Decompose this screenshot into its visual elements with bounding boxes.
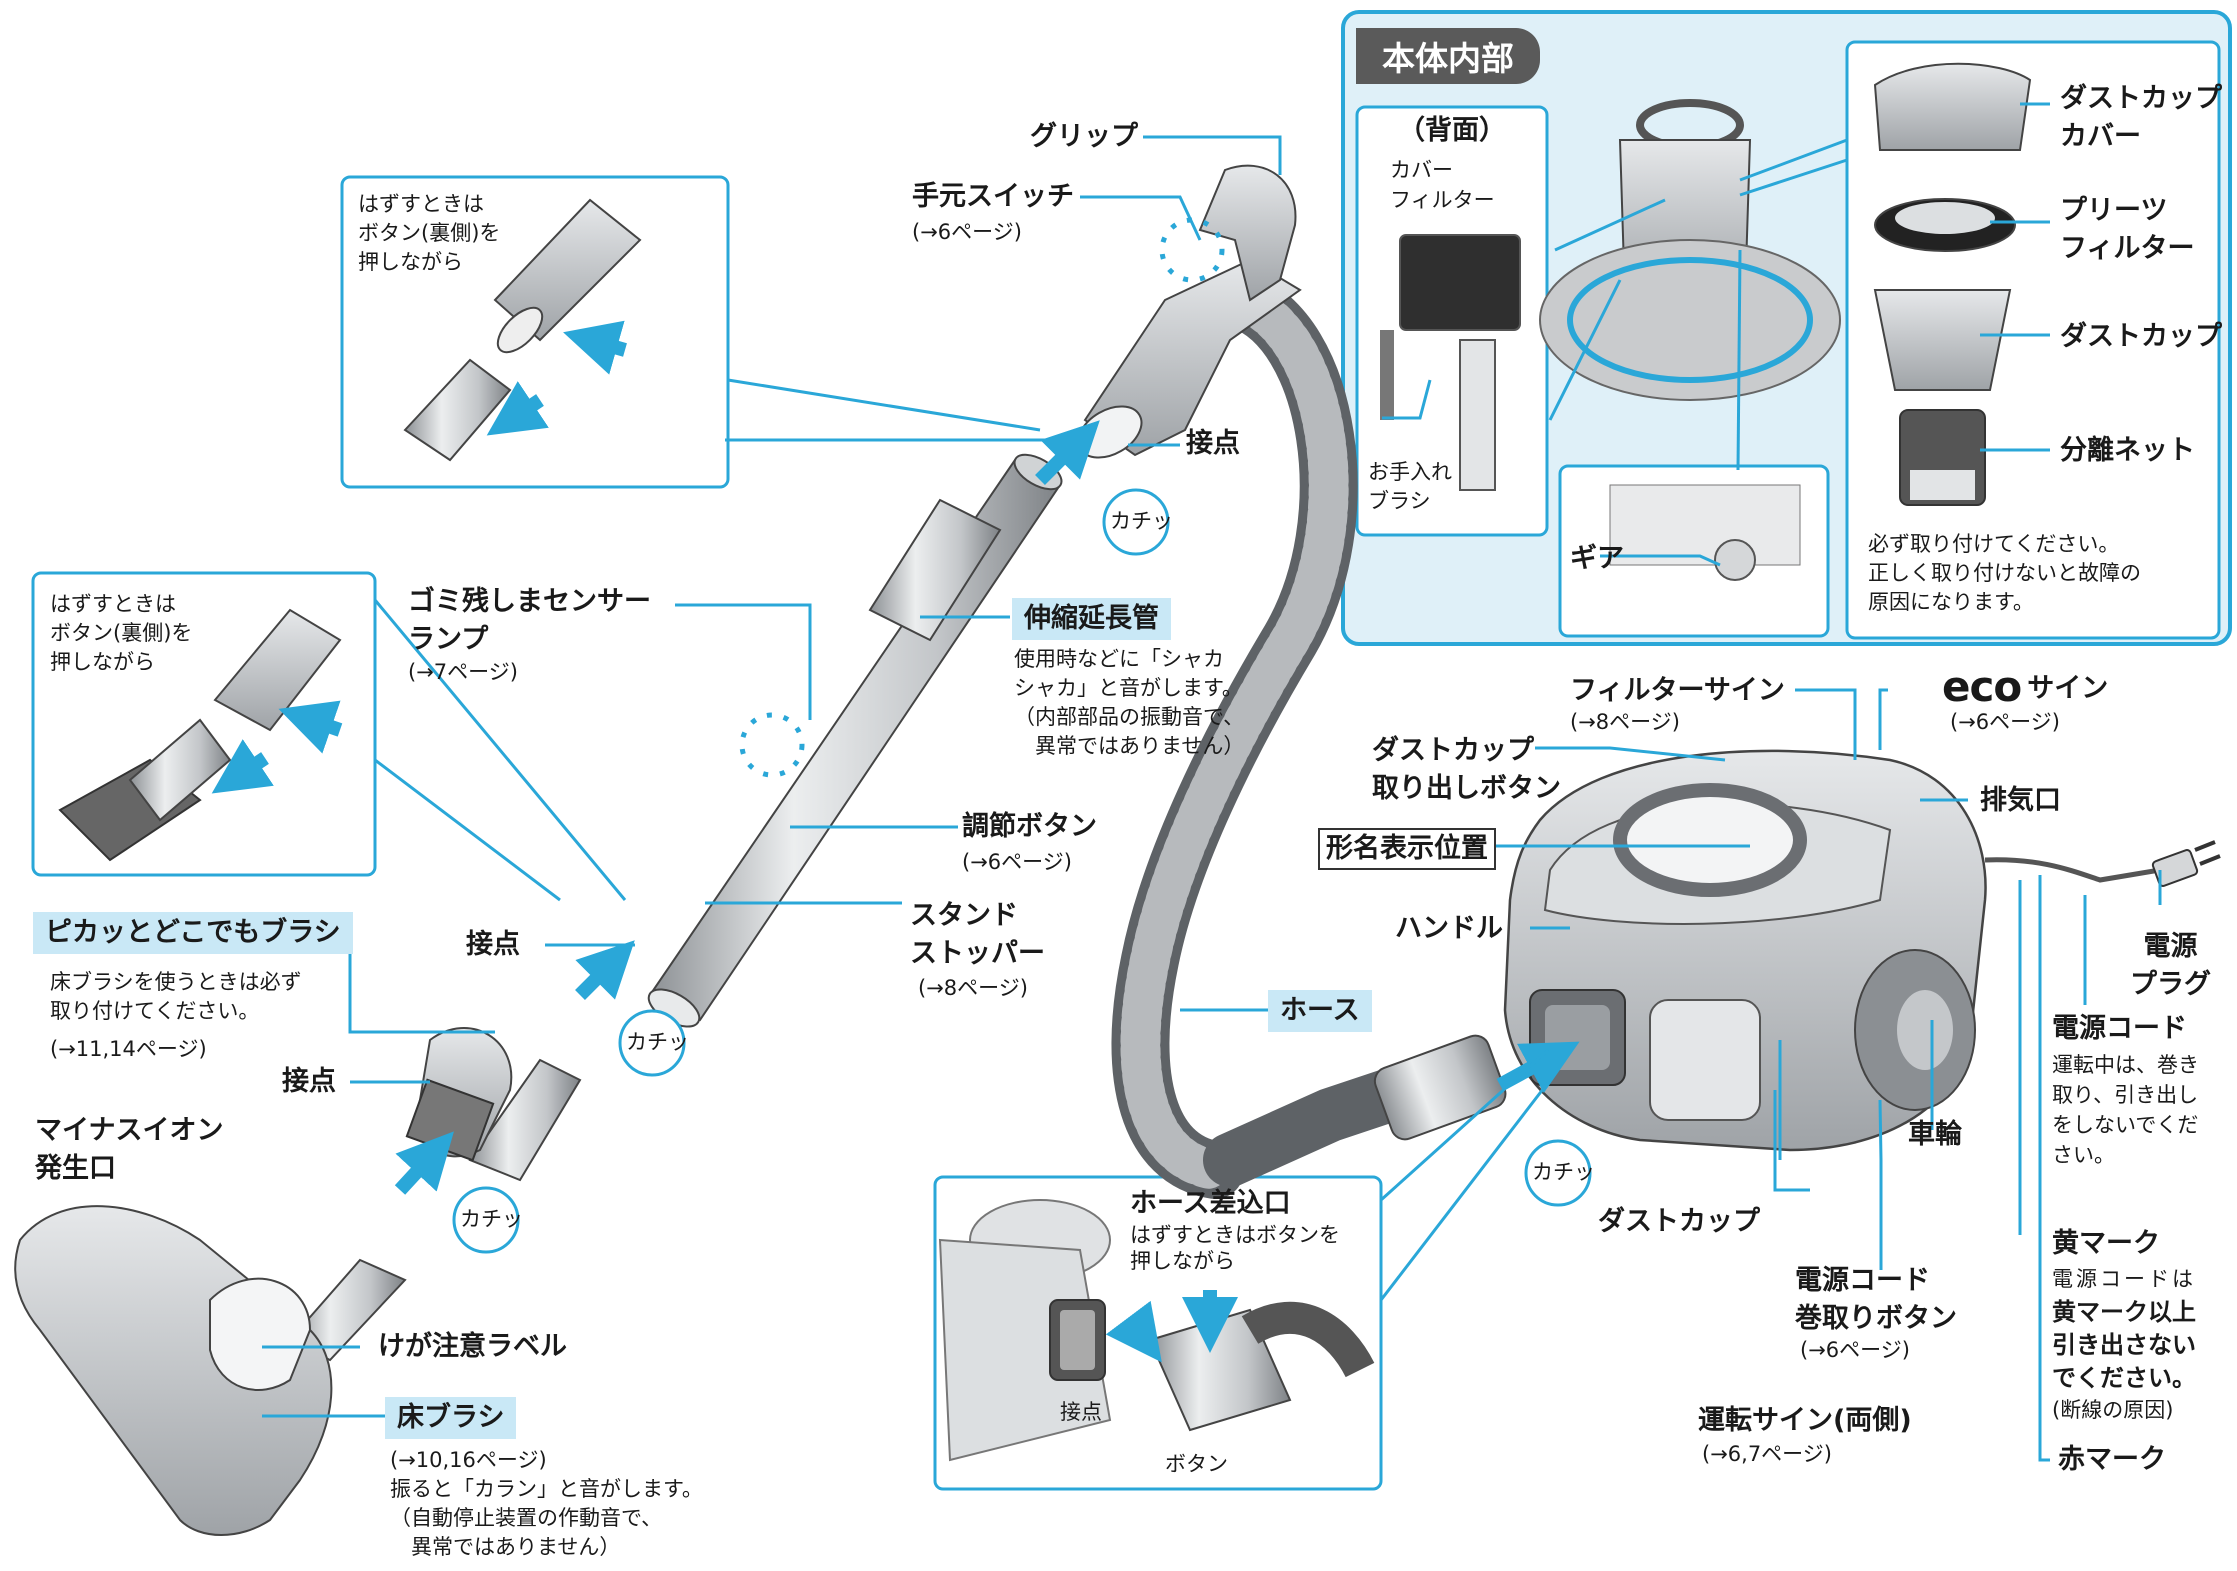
dustcup-part-label: ダストカップ	[2060, 321, 2222, 352]
floor-brush-label: 床ブラシ	[385, 1397, 517, 1439]
adjust-button-ref: (→6ページ)	[962, 850, 1072, 874]
inset-title: 本体内部	[1356, 28, 1540, 84]
hose-inlet-title: ホース差込口	[1130, 1188, 1291, 1219]
run-sign-ref: (→6,7ページ)	[1702, 1442, 1832, 1466]
filter-sign-label: フィルターサイン	[1570, 675, 1785, 706]
cord-label: 電源コード	[2052, 1013, 2187, 1044]
upper-detach-note: はずすときは ボタン(裏側)を 押しながら	[358, 192, 501, 274]
contact-label-tube: 接点	[466, 929, 520, 960]
contact-label-grip: 接点	[1186, 428, 1240, 459]
hose-inlet-button-label: ボタン	[1165, 1452, 1228, 1476]
injury-label-label: けが注意ラベル	[378, 1331, 567, 1362]
parts-note: 必ず取り付けてください。 正しく取り付けないと故障の 原因になります。	[1868, 532, 2141, 614]
pleats-filter-label: プリーツ フィルター	[2060, 195, 2195, 264]
click-label-a: カチッ	[1110, 509, 1173, 533]
exhaust-label: 排気口	[1980, 785, 2061, 816]
grip-label: グリップ	[1030, 121, 1138, 152]
floor-brush-note: (→10,16ページ) 振ると「カラン」と音がします。 （自動停止装置の作動音で…	[390, 1448, 703, 1559]
vacuum-body	[1503, 749, 1987, 1152]
cord-note: 運転中は、巻き 取り、引き出し をしないでくだ さい。	[2052, 1053, 2199, 1167]
plug-label: 電源 プラグ	[2130, 931, 2211, 1000]
extension-tube-note: 使用時などに「シャカ シャカ」と音がします。 （内部部品の振動音で、 異常ではあ…	[1014, 647, 1245, 758]
brush-label: お手入れ ブラシ	[1368, 460, 1452, 513]
eco-sign-text: サイン	[2027, 673, 2109, 704]
gear-label: ギア	[1570, 543, 1624, 574]
hand-switch-ref: (→6ページ)	[912, 220, 1022, 244]
hose-inlet-contact-label: 接点	[1060, 1400, 1102, 1424]
stand-stopper-ref: (→8ページ)	[918, 976, 1028, 1000]
extension-tube-label: 伸縮延長管	[1012, 598, 1171, 640]
sensor-lamp-label: ゴミ残しまセンサー ランプ	[408, 586, 651, 655]
yellow-mark-label: 黄マーク	[2052, 1228, 2160, 1259]
cord-reel-button-ref: (→6ページ)	[1800, 1338, 1910, 1362]
pika-brush-note: 床ブラシを使うときは必ず 取り付けてください。	[50, 970, 302, 1023]
run-sign-label: 運転サイン(両側)	[1698, 1405, 1912, 1436]
dustcup-button-label: ダストカップ 取り出しボタン	[1372, 735, 1561, 804]
hand-switch-label: 手元スイッチ	[912, 181, 1074, 212]
dustcup-cover-label: ダストカップ カバー	[2060, 83, 2222, 152]
click-label-c: カチッ	[460, 1207, 523, 1231]
adjust-button-label: 調節ボタン	[962, 811, 1097, 842]
hose	[1111, 271, 1507, 1199]
click-label-b: カチッ	[626, 1030, 689, 1054]
insert-arrows	[211, 320, 1580, 1363]
red-mark-label: 赤マーク	[2058, 1444, 2166, 1475]
leader-lines	[262, 102, 2162, 1462]
dustcup-label: ダストカップ	[1598, 1206, 1760, 1237]
inset-body-drawings	[1380, 99, 1841, 581]
hose-label: ホース	[1268, 990, 1372, 1032]
eco-sign-ref: (→6ページ)	[1950, 710, 2060, 734]
click-bubbles	[452, 488, 1592, 1254]
cord-and-plug	[1984, 840, 2221, 887]
yellow-note-2: 黄マーク以上 引き出さない でください。	[2052, 1298, 2196, 1392]
stand-stopper-label: スタンド ストッパー	[910, 900, 1045, 969]
wheel-label: 車輪	[1908, 1119, 1962, 1150]
contact-label-brush: 接点	[282, 1066, 336, 1097]
sensor-lamp-ref: (→7ページ)	[408, 660, 518, 684]
yellow-note-3: (断線の原因)	[2052, 1398, 2174, 1422]
filter-sign-ref: (→8ページ)	[1570, 710, 1680, 734]
extension-tube	[647, 453, 1063, 1028]
click-label-d: カチッ	[1532, 1160, 1595, 1184]
pika-brush-label: ピカッとどこでもブラシ	[33, 912, 353, 954]
model-position-label: 形名表示位置	[1318, 828, 1496, 870]
pika-brush-ref: (→11,14ページ)	[50, 1037, 207, 1061]
detach-drawings	[58, 198, 642, 862]
hose-inlet-note: はずすときはボタンを 押しながら	[1130, 1223, 1340, 1273]
separation-net-label: 分離ネット	[2060, 435, 2195, 466]
cord-reel-button-label: 電源コード 巻取りボタン	[1795, 1265, 1957, 1334]
ion-outlet-label: マイナスイオン 発生口	[35, 1115, 224, 1184]
eco-logo: eco	[1942, 662, 2022, 711]
lower-detach-note: はずすときは ボタン(裏側)を 押しながら	[50, 592, 193, 674]
yellow-note-1: 電源コードは	[2052, 1267, 2196, 1291]
hose-inlet-drawings	[938, 1199, 1375, 1462]
inset-parts-drawings	[1873, 62, 2032, 506]
back-view-label: （背面）	[1398, 115, 1506, 146]
cover-filter-label: カバー フィルター	[1390, 158, 1495, 212]
handle-label: ハンドル	[1395, 913, 1503, 944]
